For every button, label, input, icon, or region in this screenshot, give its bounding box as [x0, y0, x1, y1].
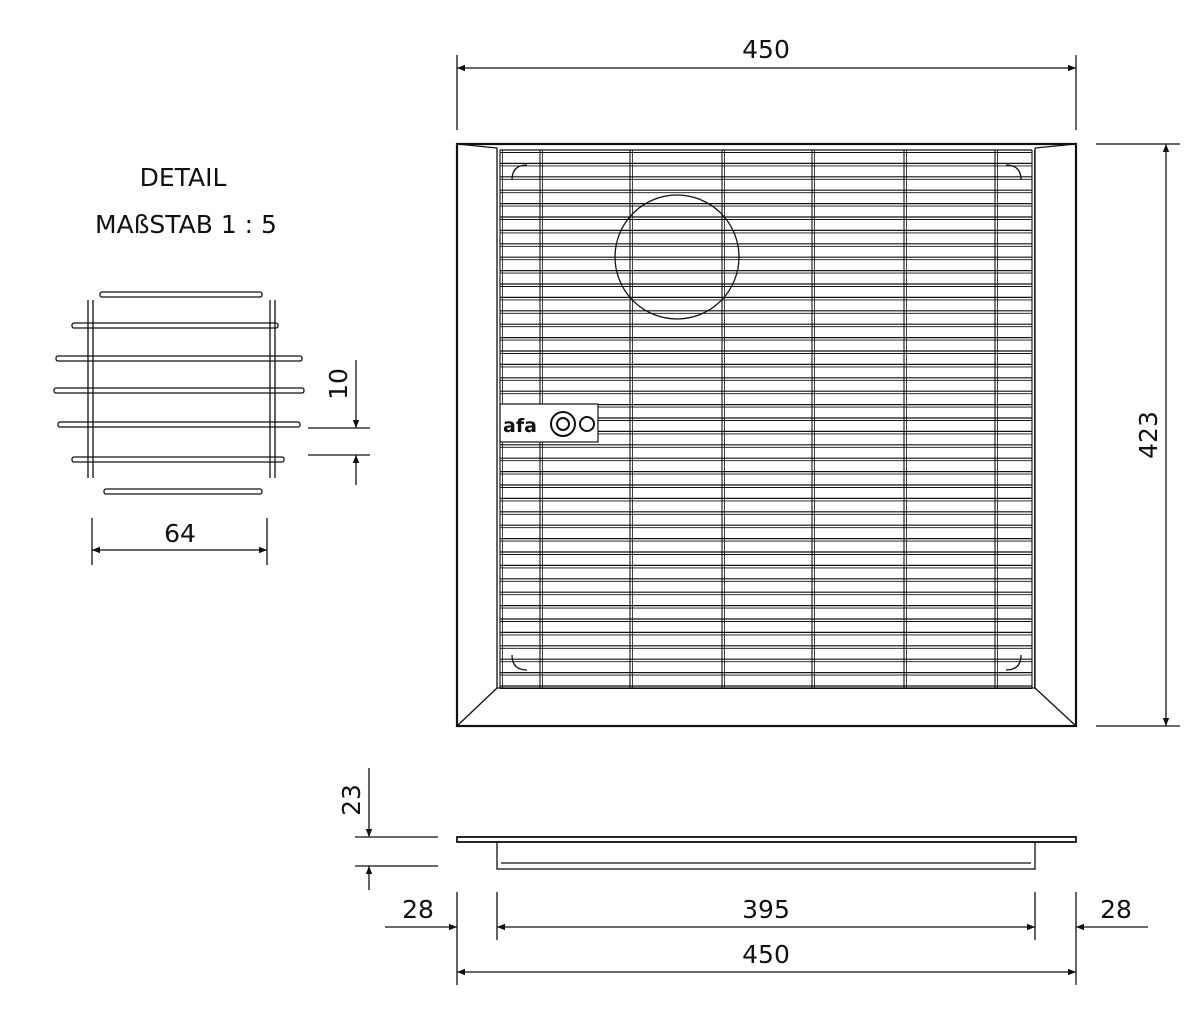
side-thickness-label: 23 [337, 784, 366, 816]
side-horizontal-dimensions: 28 395 28 450 [385, 892, 1148, 985]
detail-width-label: 64 [164, 519, 196, 548]
left-flange-label: 28 [402, 895, 434, 924]
total-width-label: 450 [742, 940, 790, 969]
detail-bar [99, 291, 263, 298]
side-thickness-dimension: 23 [337, 768, 438, 890]
side-view [456, 836, 1077, 870]
detail-title: DETAIL [140, 163, 227, 192]
detail-bar [53, 387, 305, 394]
top-width-dimension: 450 [456, 35, 1077, 130]
detail-bar [103, 488, 263, 495]
inner-width-label: 395 [742, 895, 790, 924]
top-view: afa [455, 142, 1078, 728]
top-height-label: 423 [1134, 411, 1163, 459]
logo: afa [499, 403, 599, 443]
top-width-label: 450 [742, 35, 790, 64]
detail-bar [57, 421, 301, 428]
detail-pitch-label: 10 [324, 368, 353, 400]
logo-text: afa [503, 415, 537, 437]
drain-circle [614, 194, 740, 320]
detail-grate [53, 291, 305, 495]
detail-width-dimension: 64 [91, 518, 268, 565]
detail-bar [71, 456, 285, 463]
detail-bar [71, 322, 279, 329]
detail-pitch-dimension: 10 [308, 360, 370, 485]
detail-bar [55, 355, 303, 362]
top-height-dimension: 423 [1096, 143, 1180, 727]
detail-scale: MAßSTAB 1 : 5 [95, 210, 277, 239]
right-flange-label: 28 [1100, 895, 1132, 924]
